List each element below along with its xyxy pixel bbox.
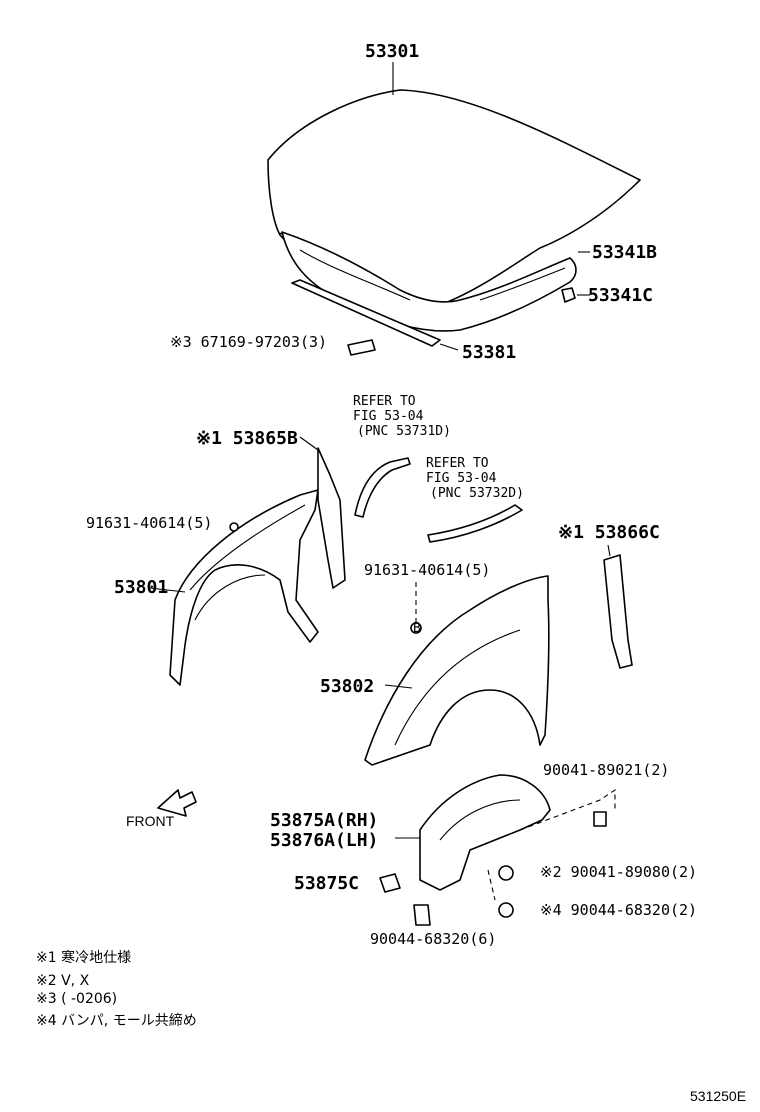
clip-top[interactable] — [593, 811, 607, 827]
label-seal-right: ※1 53866C — [558, 522, 660, 543]
label-nut-bottom: 90044-68320(6) — [370, 930, 496, 948]
clip-mid[interactable] — [498, 865, 514, 881]
note-1: ※1 寒冷地仕様 — [36, 949, 131, 966]
label-screw-left: 91631-40614(5) — [86, 514, 212, 532]
label-clip-875c: 53875C — [294, 873, 359, 894]
refer1-line3: (PNC 53731D) — [357, 424, 451, 439]
fender-right-leader — [384, 684, 413, 689]
note-2: ※2 V, X — [36, 973, 90, 989]
refer2-line3: (PNC 53732D) — [430, 486, 524, 501]
label-liner-rh: 53875A(RH) — [270, 810, 378, 831]
callout-b-label: B — [413, 621, 421, 636]
seal-left-leader — [299, 436, 319, 451]
label-fender-left: 53801 — [114, 577, 168, 598]
seal-leader — [439, 343, 459, 351]
clip-mid-leader — [487, 869, 496, 901]
label-screw-right: 91631-40614(5) — [364, 561, 490, 579]
screw-marker-right[interactable] — [410, 622, 422, 634]
label-hood: 53301 — [365, 41, 419, 62]
seal-part[interactable] — [347, 339, 376, 356]
note-3: ※3 ( -0206) — [36, 991, 117, 1007]
label-nut-right: ※4 90044-68320(2) — [540, 901, 697, 919]
label-seal-left: ※1 53865B — [196, 428, 298, 449]
refer2-line1: REFER TO — [426, 456, 489, 471]
hood-seal[interactable] — [291, 279, 441, 347]
clip-875c[interactable] — [379, 873, 401, 893]
label-hood-seal: 53381 — [462, 342, 516, 363]
front-arrow-icon — [157, 789, 197, 817]
label-liner-lh: 53876A(LH) — [270, 830, 378, 851]
refer1-line1: REFER TO — [353, 394, 416, 409]
label-fender-right: 53802 — [320, 676, 374, 697]
refer-hose-1[interactable] — [354, 457, 411, 518]
label-clip-top: 90041-89021(2) — [543, 761, 669, 779]
note-4: ※4 バンパ, モール共締め — [36, 1012, 197, 1029]
seal-right[interactable] — [603, 554, 633, 669]
seal-right-leader — [607, 544, 611, 557]
refer1-line2: FIG 53-04 — [353, 409, 424, 424]
label-insulator-clip: 53341C — [588, 285, 653, 306]
seal-left[interactable] — [317, 447, 346, 589]
front-label: FRONT — [126, 813, 175, 829]
figure-id: 531250E — [690, 1088, 746, 1104]
label-clip-mid: ※2 90041-89080(2) — [540, 863, 697, 881]
fender-right[interactable] — [364, 575, 550, 766]
clip-top-leader — [519, 788, 616, 831]
refer2-line2: FIG 53-04 — [426, 471, 497, 486]
fender-left-leader — [149, 587, 186, 593]
label-seal-part: ※3 67169-97203(3) — [170, 333, 327, 351]
nut-bottom[interactable] — [413, 904, 431, 926]
insulator-clip[interactable] — [561, 287, 576, 303]
screw-marker-left[interactable] — [229, 522, 239, 532]
fender-liner[interactable] — [419, 774, 551, 891]
fender-left[interactable] — [169, 489, 319, 686]
nut-right[interactable] — [498, 902, 514, 918]
refer-hose-2[interactable] — [427, 504, 523, 543]
label-hood-insulator: 53341B — [592, 242, 657, 263]
